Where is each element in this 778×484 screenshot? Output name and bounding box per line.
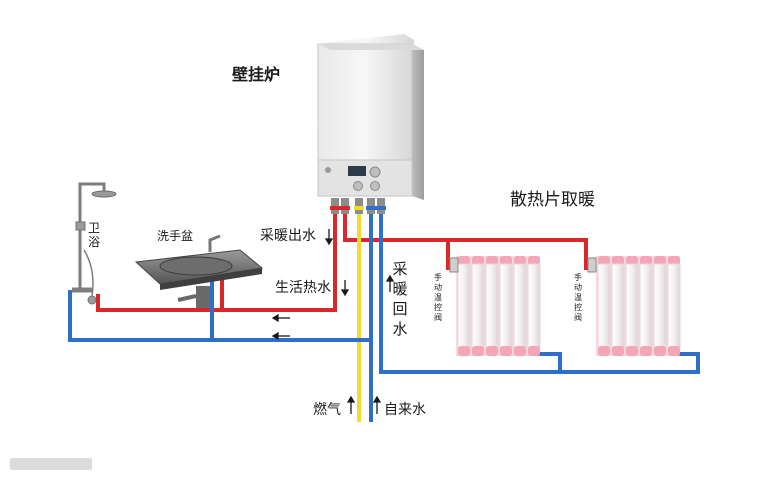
svg-text:卫浴: 卫浴 [88,221,100,249]
boiler-knob-1[interactable] [369,166,381,178]
svg-text:采暖回水: 采暖回水 [392,260,407,338]
domestic-hot-water-label: 生活热水 [275,280,331,296]
wall-boiler [317,34,424,214]
arrow-left-icon [271,331,290,341]
svg-text:手动温控阀: 手动温控阀 [434,272,442,322]
radiator-1 [449,256,541,356]
svg-text:手动温控阀: 手动温控阀 [574,272,582,322]
tap-water-label: 自来水 [384,402,426,418]
watermark-logo [10,458,92,470]
boiler-logo-icon [325,167,331,173]
boiler-display [348,166,366,176]
radiator-2 [587,256,681,356]
domestic-hot-water-shower [96,294,224,312]
arrow-left-icon [271,313,290,323]
arrow-up-icon [346,395,356,414]
wash-basin [134,234,264,308]
heating-supply-label: 采暖出水 [260,228,316,244]
arrow-up-icon [385,274,395,292]
basin-label: 洗手盆 [157,229,193,243]
arrow-down-icon [340,280,350,297]
gas-label: 燃气 [313,401,341,418]
flow-arrows [271,229,395,414]
domestic-hot-water-pipe [220,210,337,312]
radiators-label: 散热片取暖 [510,190,595,210]
heating-supply-pipe [343,210,588,270]
boiler-valves [330,198,386,214]
heating-return-label: 采暖回水 [392,260,407,338]
arrow-down-icon [324,229,334,246]
arrow-up-icon [372,395,382,414]
manual-valve-label-2: 手动温控阀 [574,272,582,322]
cold-water-supply [68,290,373,342]
manual-valve-label-1: 手动温控阀 [434,272,442,322]
shower-label: 卫浴 [88,221,100,249]
boiler-label: 壁挂炉 [232,65,280,84]
boiler-knob-2[interactable] [353,181,363,191]
pipes [68,210,700,422]
boiler-knob-3[interactable] [370,181,380,191]
heating-return-radiator-2 [558,352,700,374]
shower-fixture [72,182,117,305]
